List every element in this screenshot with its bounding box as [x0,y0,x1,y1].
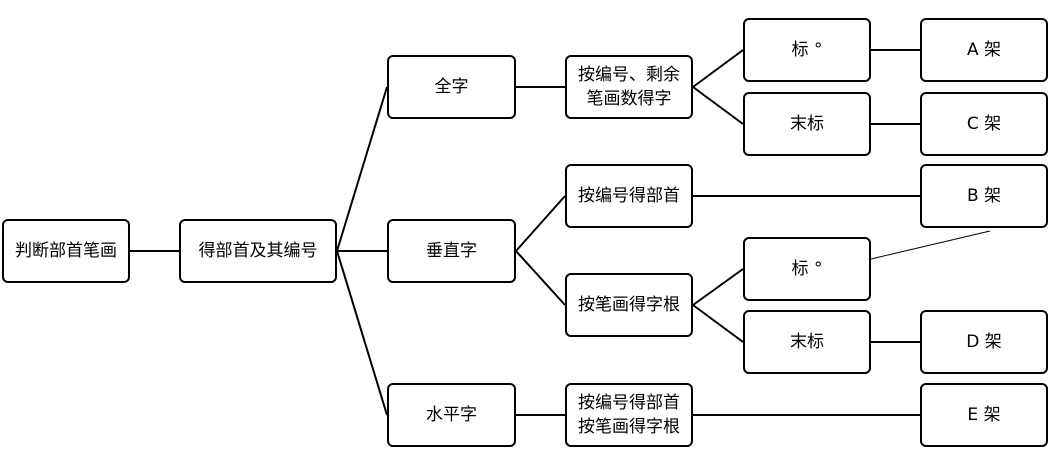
node-vertical-character: 垂直字 [387,219,516,283]
node-full-step: 按编号、剩余 笔画数得字 [565,55,693,119]
connector-line [336,250,388,416]
connector-line [692,304,744,343]
node-label: 末标 [790,114,824,134]
node-unmarked-2: 末标 [743,310,871,374]
node-label: 判断部首笔画 [15,241,117,261]
node-shelf-b: B 架 [920,164,1048,228]
node-shelf-d: D 架 [920,310,1048,374]
node-shelf-a: A 架 [920,18,1048,82]
node-unmarked-1: 末标 [743,92,871,156]
node-vertical-step-radical: 按编号得部首 [565,164,693,228]
node-vertical-step-root: 按笔画得字根 [565,273,693,337]
node-label: D 架 [966,332,1002,352]
node-determine-radical-strokes: 判断部首笔画 [2,219,130,283]
connector-line [692,268,744,306]
node-marked-2: 标 ° [743,237,871,301]
node-label: E 架 [967,405,1001,425]
node-label: B 架 [966,186,1002,206]
node-label: C 架 [966,114,1002,134]
node-label: 标 ° [791,259,823,279]
node-label: 末标 [790,332,824,352]
node-label: 按编号得部首 [578,186,680,206]
connector-line [515,195,566,252]
node-label: 全字 [434,77,469,97]
connector-line [692,86,744,125]
node-label: 按编号、剩余 笔画数得字 [578,65,680,109]
node-horizontal-step: 按编号得部首 按笔画得字根 [565,383,693,447]
node-label: 得部首及其编号 [198,241,318,261]
node-horizontal-character: 水平字 [387,383,516,447]
node-shelf-e: E 架 [920,383,1048,447]
connector-line [515,250,566,306]
node-label: 按笔画得字根 [578,295,680,315]
node-label: 标 ° [791,40,823,60]
node-label: 按编号得部首 按笔画得字根 [578,393,680,437]
node-shelf-c: C 架 [920,92,1048,156]
node-label: A 架 [966,40,1002,60]
connector-line [692,49,744,88]
node-marked-1: 标 ° [743,18,871,82]
connector-line [870,230,991,260]
node-label: 水平字 [426,405,477,425]
node-label: 垂直字 [426,241,477,261]
node-get-radical-and-number: 得部首及其编号 [179,219,337,283]
node-full-character: 全字 [387,55,516,119]
connector-line [336,86,388,252]
